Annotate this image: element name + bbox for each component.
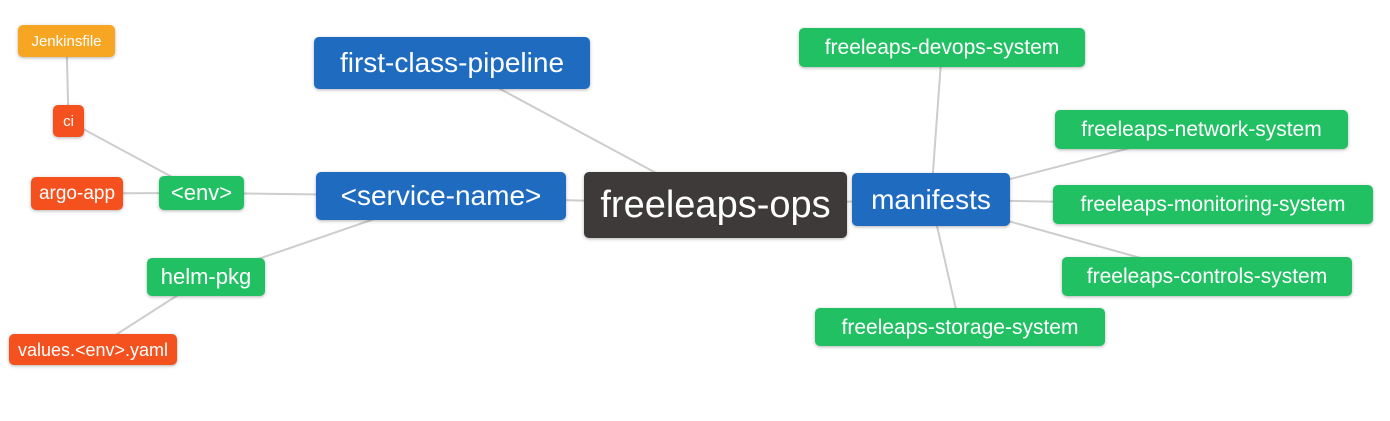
node-label: freeleaps-controls-system <box>1086 265 1328 288</box>
node-jenkinsfile[interactable]: Jenkinsfile <box>18 25 115 57</box>
node-label: freeleaps-ops <box>600 184 831 226</box>
node-network-system[interactable]: freeleaps-network-system <box>1055 110 1348 149</box>
node-label: freeleaps-network-system <box>1081 118 1322 141</box>
node-values-env-yaml[interactable]: values.<env>.yaml <box>9 334 177 365</box>
node-argo-app[interactable]: argo-app <box>31 177 123 210</box>
node-devops-system[interactable]: freeleaps-devops-system <box>799 28 1085 67</box>
node-monitoring-system[interactable]: freeleaps-monitoring-system <box>1053 185 1373 224</box>
node-ci[interactable]: ci <box>53 105 84 137</box>
node-label: <env> <box>170 180 233 205</box>
node-freeleaps-ops[interactable]: freeleaps-ops <box>584 172 847 238</box>
node-label: argo-app <box>38 183 116 204</box>
node-label: freeleaps-storage-system <box>841 315 1079 339</box>
node-label: manifests <box>871 183 991 215</box>
node-service-name[interactable]: <service-name> <box>316 172 566 220</box>
node-first-class-pipeline[interactable]: first-class-pipeline <box>314 37 590 89</box>
node-manifests[interactable]: manifests <box>852 173 1010 226</box>
node-storage-system[interactable]: freeleaps-storage-system <box>815 308 1105 346</box>
node-label: helm-pkg <box>160 264 252 289</box>
node-label: ci <box>63 112 74 130</box>
node-env[interactable]: <env> <box>159 176 244 210</box>
node-controls-system[interactable]: freeleaps-controls-system <box>1062 257 1352 296</box>
node-label: first-class-pipeline <box>339 47 565 78</box>
node-label: values.<env>.yaml <box>17 339 169 360</box>
node-label: freeleaps-devops-system <box>824 36 1060 59</box>
node-label: Jenkinsfile <box>31 32 102 50</box>
node-helm-pkg[interactable]: helm-pkg <box>147 258 265 296</box>
node-label: freeleaps-monitoring-system <box>1080 193 1346 216</box>
node-label: <service-name> <box>340 180 542 211</box>
